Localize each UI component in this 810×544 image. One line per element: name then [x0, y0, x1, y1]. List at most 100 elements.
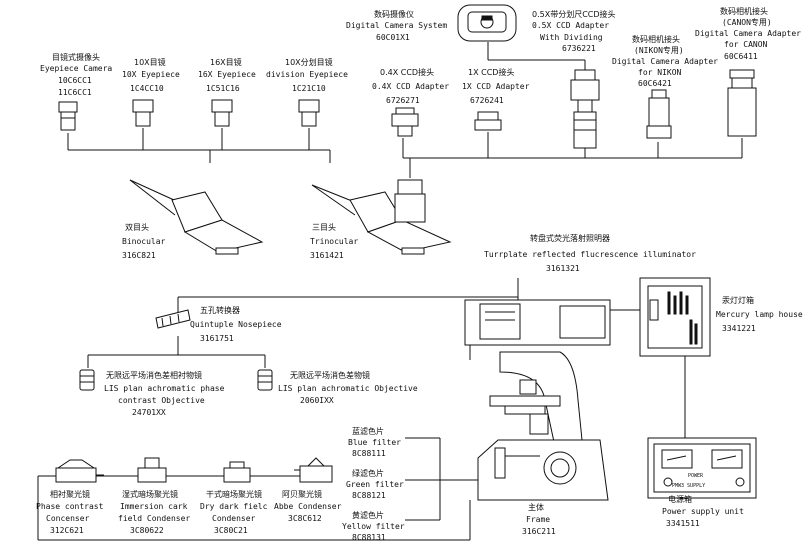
immersion-code: 3C80622	[130, 526, 164, 535]
phase-obj-code: 24701XX	[132, 408, 166, 417]
ep10div-en: division Eyepiece	[266, 70, 348, 79]
phase-cond-code: 312C621	[50, 526, 84, 535]
green-filter-en: Green filter	[346, 480, 404, 489]
ep16-cn: 16X目镜	[210, 57, 242, 67]
ccd04-code: 6726271	[386, 96, 420, 105]
ccd1-cn: 1X CCD接头	[468, 67, 514, 77]
immersion-cn: 湿式暗场聚光镜	[122, 489, 178, 499]
ccd1-code: 6726241	[470, 96, 504, 105]
mercury-code: 3341221	[722, 324, 756, 333]
trinocular-en: Trinocular	[310, 237, 358, 246]
ep10div-cn: 10X分划目镜	[285, 57, 333, 67]
ep16-code: 1C51C16	[206, 84, 240, 93]
eyepiece-division-icon	[298, 99, 320, 127]
ccd04-en: 0.4X CCD Adapter	[372, 82, 449, 91]
nikon-en2: for NIKON	[638, 68, 682, 77]
binocular-cn: 双目头	[125, 222, 149, 232]
abbe-en: Abbe Condenser	[274, 502, 342, 511]
phase-cond-cn: 相衬聚光镜	[50, 489, 90, 499]
nikon-en0: (NIKON专用)	[634, 45, 684, 55]
canon-cn: 数码相机接头	[720, 6, 768, 16]
power-panel-line2: POWER	[688, 473, 704, 479]
blue-filter-code: 8C88111	[352, 449, 386, 458]
nosepiece-cn: 五孔转换器	[200, 305, 240, 315]
phase-obj-cn: 无限远平场消色差相衬物镜	[106, 370, 202, 380]
eyepiece-cam-code2: 11C6CC1	[58, 88, 92, 97]
frame-en: Frame	[526, 515, 550, 524]
ep10-code: 1C4CC10	[130, 84, 164, 93]
immersion-en: Immersion cark	[120, 502, 188, 511]
dry-cn: 干式暗场聚光镜	[206, 489, 262, 499]
green-filter-code: 8C88121	[352, 491, 386, 500]
dry-code: 3C80C21	[214, 526, 248, 535]
dry-condenser-icon	[223, 461, 251, 483]
connector-lines	[37, 42, 743, 541]
abbe-code: 3C8C612	[288, 514, 322, 523]
power-panel-line1: PMW3 SUPPLY	[672, 483, 705, 489]
plan-obj-cn: 无限远平场消色差物镜	[290, 370, 370, 380]
dry-en2: Condenser	[212, 514, 256, 523]
illuminator-en: Turrplate reflected flucrescence illumin…	[484, 250, 696, 259]
ccd-04x-adapter-icon	[391, 107, 419, 137]
nosepiece-en: Quintuple Nosepiece	[190, 320, 282, 329]
ep10-cn: 10X目镜	[134, 57, 166, 67]
mercury-en: Mercury lamp house	[716, 310, 803, 319]
green-filter-cn: 绿滤色片	[352, 468, 384, 478]
ccd1-en: 1X CCD Adapter	[462, 82, 530, 91]
yellow-filter-en: Yellow filter	[342, 522, 405, 531]
frame-code: 316C211	[522, 527, 556, 536]
blue-filter-cn: 蓝滤色片	[352, 426, 384, 436]
power-supply-unit-icon	[647, 437, 757, 499]
illuminator-cn: 转盘式荧光落射照明器	[530, 233, 610, 243]
canon-adapter-icon	[727, 69, 757, 137]
eyepiece-cam-cn: 目镜式摄像头	[52, 52, 100, 62]
labels: 数码摄像仪 Digital Camera System 60C01X1 0.5X…	[36, 6, 803, 542]
nikon-en: Digital Camera Adapter	[612, 57, 718, 66]
ep10-en: 10X Eyepiece	[122, 70, 180, 79]
nikon-code: 60C6421	[638, 79, 672, 88]
binocular-code: 316C821	[122, 251, 156, 260]
blue-filter-en: Blue filter	[348, 438, 401, 447]
abbe-cn: 阿贝聚光镜	[282, 489, 322, 499]
canon-en2: for CANON	[724, 40, 768, 49]
binocular-head-icon	[129, 179, 264, 255]
canon-code: 60C6411	[724, 52, 758, 61]
power-code: 3341511	[666, 519, 700, 528]
illuminator-code: 3161321	[546, 264, 580, 273]
plan-obj-en: LIS plan achromatic Objective	[278, 384, 418, 393]
eyepiece-10x-icon	[132, 99, 154, 127]
trinocular-head-icon	[311, 179, 452, 255]
ep16-en: 16X Eyepiece	[198, 70, 256, 79]
digital-camera-cn: 数码摄像仪	[374, 9, 414, 19]
mercury-lamp-house-icon	[639, 277, 711, 357]
phase-cond-en: Phase contrast	[36, 502, 104, 511]
power-en: Power supply unit	[662, 507, 744, 516]
ccd-1x-adapter-icon	[474, 111, 502, 131]
ccd05-en: 0.5X CCD Adapter	[532, 21, 609, 30]
nosepiece-icon	[155, 309, 191, 329]
nikon-cn: 数码相机接头	[632, 34, 680, 44]
ccd05-en2: With Dividing	[540, 33, 603, 42]
canon-en: Digital Camera Adapter	[695, 29, 801, 38]
ccd-05x-adapter-icon	[570, 69, 600, 149]
immersion-condenser-icon	[137, 457, 167, 483]
digital-camera-icon	[457, 4, 517, 42]
ep10div-code: 1C21C10	[292, 84, 326, 93]
phase-cond-en2: Concenser	[46, 514, 90, 523]
trinocular-code: 3161421	[310, 251, 344, 260]
ccd05-code: 6736221	[562, 44, 596, 53]
digital-camera-code: 60C01X1	[376, 33, 410, 42]
phase-obj-en: LIS plan achromatic phase	[104, 384, 225, 393]
microscope-frame-icon	[464, 299, 611, 501]
digital-camera-en: Digital Camera System	[346, 21, 447, 30]
phase-condenser-icon	[55, 459, 104, 483]
eyepiece-camera-icon	[58, 101, 78, 131]
yellow-filter-cn: 黄滤色片	[352, 510, 384, 520]
phase-objective-icon	[79, 369, 95, 391]
ccd04-cn: 0.4X CCD接头	[380, 67, 434, 77]
eyepiece-cam-code1: 10C6CC1	[58, 76, 92, 85]
immersion-en2: field Condenser	[118, 514, 190, 523]
nikon-adapter-icon	[646, 89, 672, 139]
